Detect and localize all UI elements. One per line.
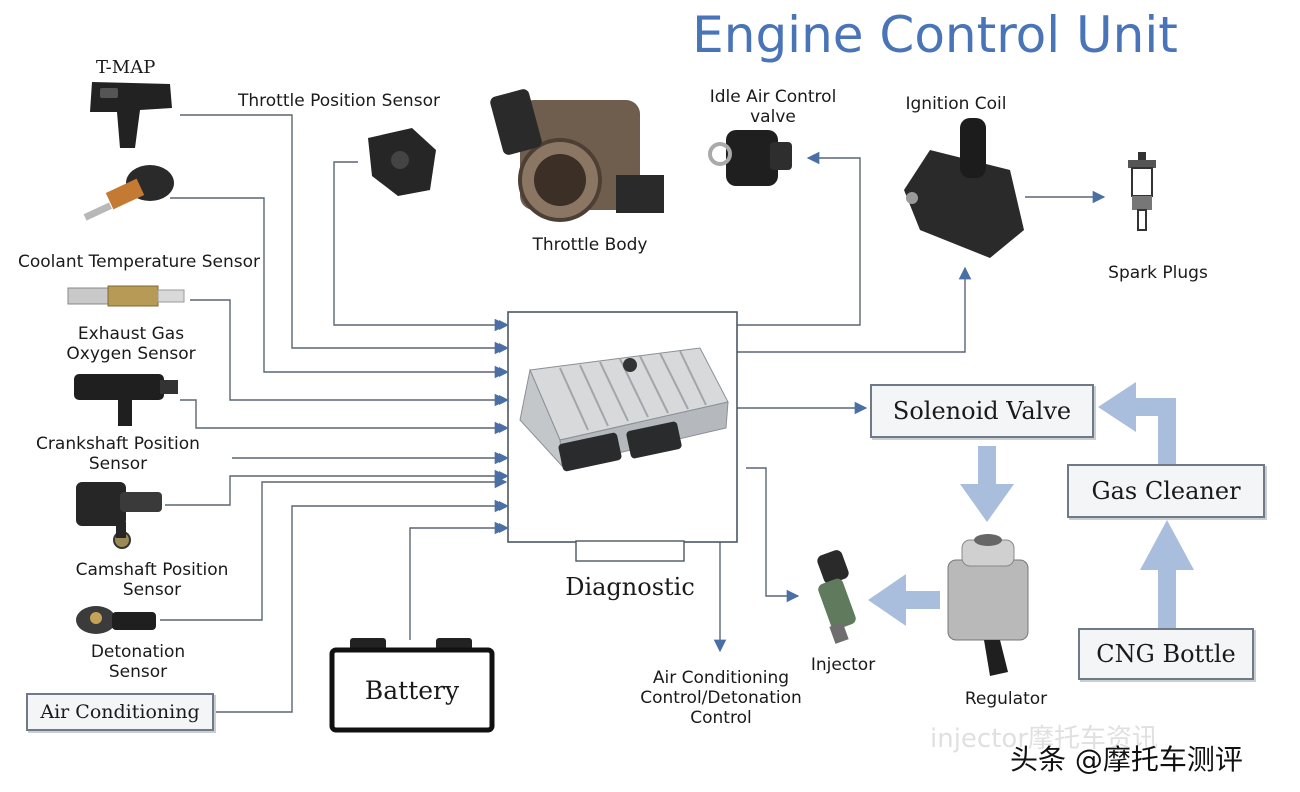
gas-flow-arrows xyxy=(868,382,1194,630)
battery-label: Battery xyxy=(364,676,460,705)
oxygen-sensor-icon xyxy=(67,285,185,307)
battery-icon xyxy=(329,638,495,733)
output-wires xyxy=(713,151,1106,653)
coolant-label: Coolant Temperature Sensor xyxy=(18,252,261,272)
wire-oxygen xyxy=(190,299,508,407)
diagram-title: Engine Control Unit xyxy=(692,6,1178,64)
flow-reg-head xyxy=(868,574,906,626)
idle-air-valve-icon xyxy=(708,130,792,186)
wire-detonation xyxy=(160,475,508,621)
solenoid-valve-box: Solenoid Valve xyxy=(870,384,1094,438)
injector-label: Injector xyxy=(810,655,876,675)
ecu-unit xyxy=(499,311,738,562)
camshaft-label-line1: Camshaft Position xyxy=(75,560,229,580)
crankshaft-label-line1: Crankshaft Position xyxy=(36,434,200,454)
wire-idle-air xyxy=(737,151,861,326)
camshaft-label-line2: Sensor xyxy=(122,580,182,600)
coolant-sensor-icon xyxy=(83,165,174,221)
spark-plug-icon xyxy=(1128,152,1156,231)
watermark-line1: injector摩托车资讯 xyxy=(930,724,1159,754)
exhaust-label-line2: Oxygen Sensor xyxy=(66,344,196,364)
flow-gc-top xyxy=(1130,398,1176,416)
throttle-body-icon xyxy=(490,89,664,222)
flow-cng-stem xyxy=(1158,568,1176,630)
wire-tmap xyxy=(180,114,508,355)
flow-sol-stem xyxy=(978,446,996,490)
ac-control-label-line2: Control/Detonation xyxy=(640,688,802,708)
ignition-coil-label: Ignition Coil xyxy=(905,94,1007,114)
tmap-icon xyxy=(90,82,172,148)
wire-coolant xyxy=(170,197,508,379)
wire-air-conditioning xyxy=(214,499,508,713)
wire-injector xyxy=(746,467,800,603)
camshaft-sensor-icon xyxy=(76,482,162,549)
flow-gc-head xyxy=(1098,382,1136,432)
flow-gc-stem xyxy=(1158,410,1176,466)
throttle-position-label: Throttle Position Sensor xyxy=(238,91,440,111)
crankshaft-label-line2: Sensor xyxy=(88,454,148,474)
flow-cng-head xyxy=(1140,520,1194,570)
throttle-body-label: Throttle Body xyxy=(532,235,648,255)
regulator-label: Regulator xyxy=(964,689,1048,709)
crankshaft-sensor-icon xyxy=(74,374,178,426)
ecu-module-icon xyxy=(519,347,729,472)
wire-crankshaft xyxy=(180,399,508,435)
tmap-label: T-MAP xyxy=(96,57,156,78)
detonation-label-line1: Detonation xyxy=(90,642,186,662)
spark-plugs-label: Spark Plugs xyxy=(1108,263,1208,283)
ecu-input-ports xyxy=(499,320,509,533)
ignition-coil-icon xyxy=(904,118,1024,258)
regulator-icon xyxy=(947,534,1029,676)
injector-icon xyxy=(817,550,856,644)
flow-sol-head xyxy=(960,484,1014,522)
wire-ignition-coil xyxy=(737,266,972,353)
idle-air-label-line1: Idle Air Control xyxy=(709,87,837,107)
gas-cleaner-box: Gas Cleaner xyxy=(1067,464,1265,518)
cng-bottle-box: CNG Bottle xyxy=(1078,628,1254,680)
detonation-sensor-icon xyxy=(76,606,156,634)
throttle-position-sensor-icon xyxy=(368,128,436,196)
detonation-label-line2: Sensor xyxy=(108,662,168,682)
diagnostic-label: Diagnostic xyxy=(565,573,695,601)
wire-battery xyxy=(409,521,508,640)
wire-throttle-position xyxy=(333,161,508,332)
ac-control-label-line1: Air Conditioning xyxy=(652,668,790,688)
flow-reg-stem xyxy=(900,591,940,609)
input-wires xyxy=(160,114,508,713)
idle-air-label-line2: valve xyxy=(750,107,796,127)
air-conditioning-box: Air Conditioning xyxy=(26,693,214,731)
diagnostic-port xyxy=(575,540,685,562)
ac-control-label-line3: Control xyxy=(690,708,752,728)
wire-camshaft xyxy=(165,469,508,506)
exhaust-label-line1: Exhaust Gas xyxy=(77,324,185,344)
watermark-line2: 头条 @摩托车测评 xyxy=(1010,743,1243,776)
